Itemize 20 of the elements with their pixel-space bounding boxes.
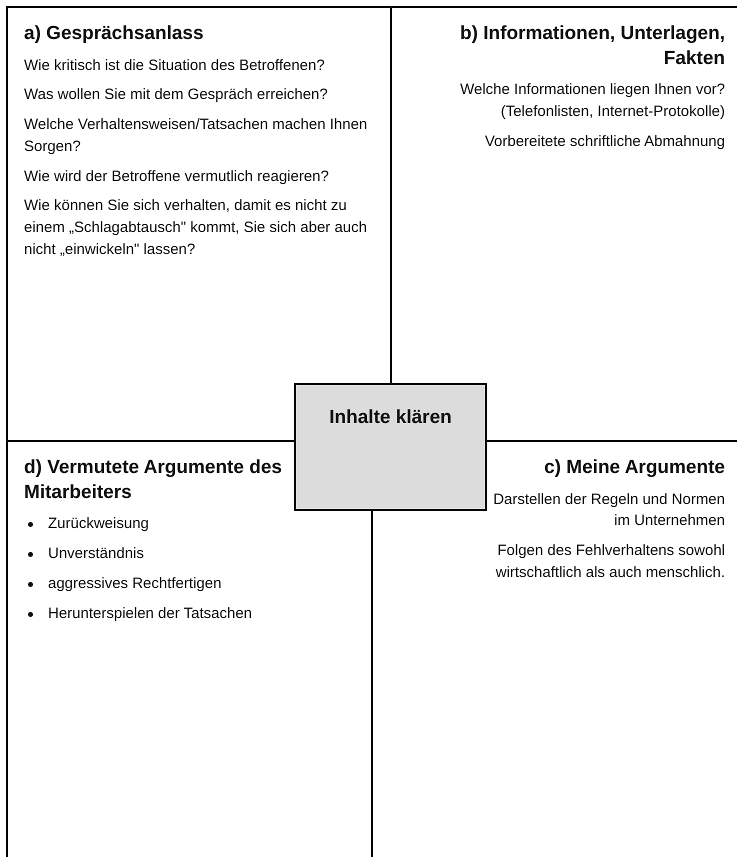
section-heading: d) Vermutete Argumente des Mitarbeiters <box>24 456 283 505</box>
body-text: Folgen des Fehlverhaltens sowohl wirtschaftlich als auch menschlich. <box>494 541 725 583</box>
quadrant-panel <box>6 440 373 857</box>
body-text: Wie wird der Betroffene vermutlich reagieren? <box>24 166 330 187</box>
body-text: Darstellen der Regeln und Normen im Unternehmen <box>493 490 725 532</box>
bullet-item: Unverständnis <box>48 545 144 562</box>
section-heading: b) Informationen, Unterlagen, Fakten <box>459 22 725 71</box>
center-heading: Inhalte klären <box>328 406 453 429</box>
body-text: Vorbereitete schriftliche Abmahnung <box>484 132 725 152</box>
body-text: Welche Informationen liegen Ihnen vor? (Telefonlisten, Internet-Protokolle) <box>459 80 725 122</box>
bullet-item: Herunterspielen der Tatsachen <box>48 604 252 622</box>
section-heading: a) Gesprächsanlass <box>24 22 205 46</box>
bullet-item: Zurückweisung <box>48 515 149 532</box>
center-box <box>294 383 487 511</box>
section-heading: c) Meine Argumente <box>543 456 725 480</box>
body-text: Wie kritisch ist die Situation des Betroffenen? <box>24 56 326 76</box>
body-text: Wie können Sie sich verhalten, damit es nicht zu einem „Schlagabtausch" kommt, Sie sich aber auch nicht „einwickeln" lassen? <box>24 196 368 260</box>
body-text: Was wollen Sie mit dem Gespräch erreichen? <box>24 85 329 106</box>
body-text: Welche Verhaltensweisen/Tatsachen machen Ihnen Sorgen? <box>24 115 368 157</box>
bullet-item: aggressives Rechtfertigen <box>48 574 222 592</box>
